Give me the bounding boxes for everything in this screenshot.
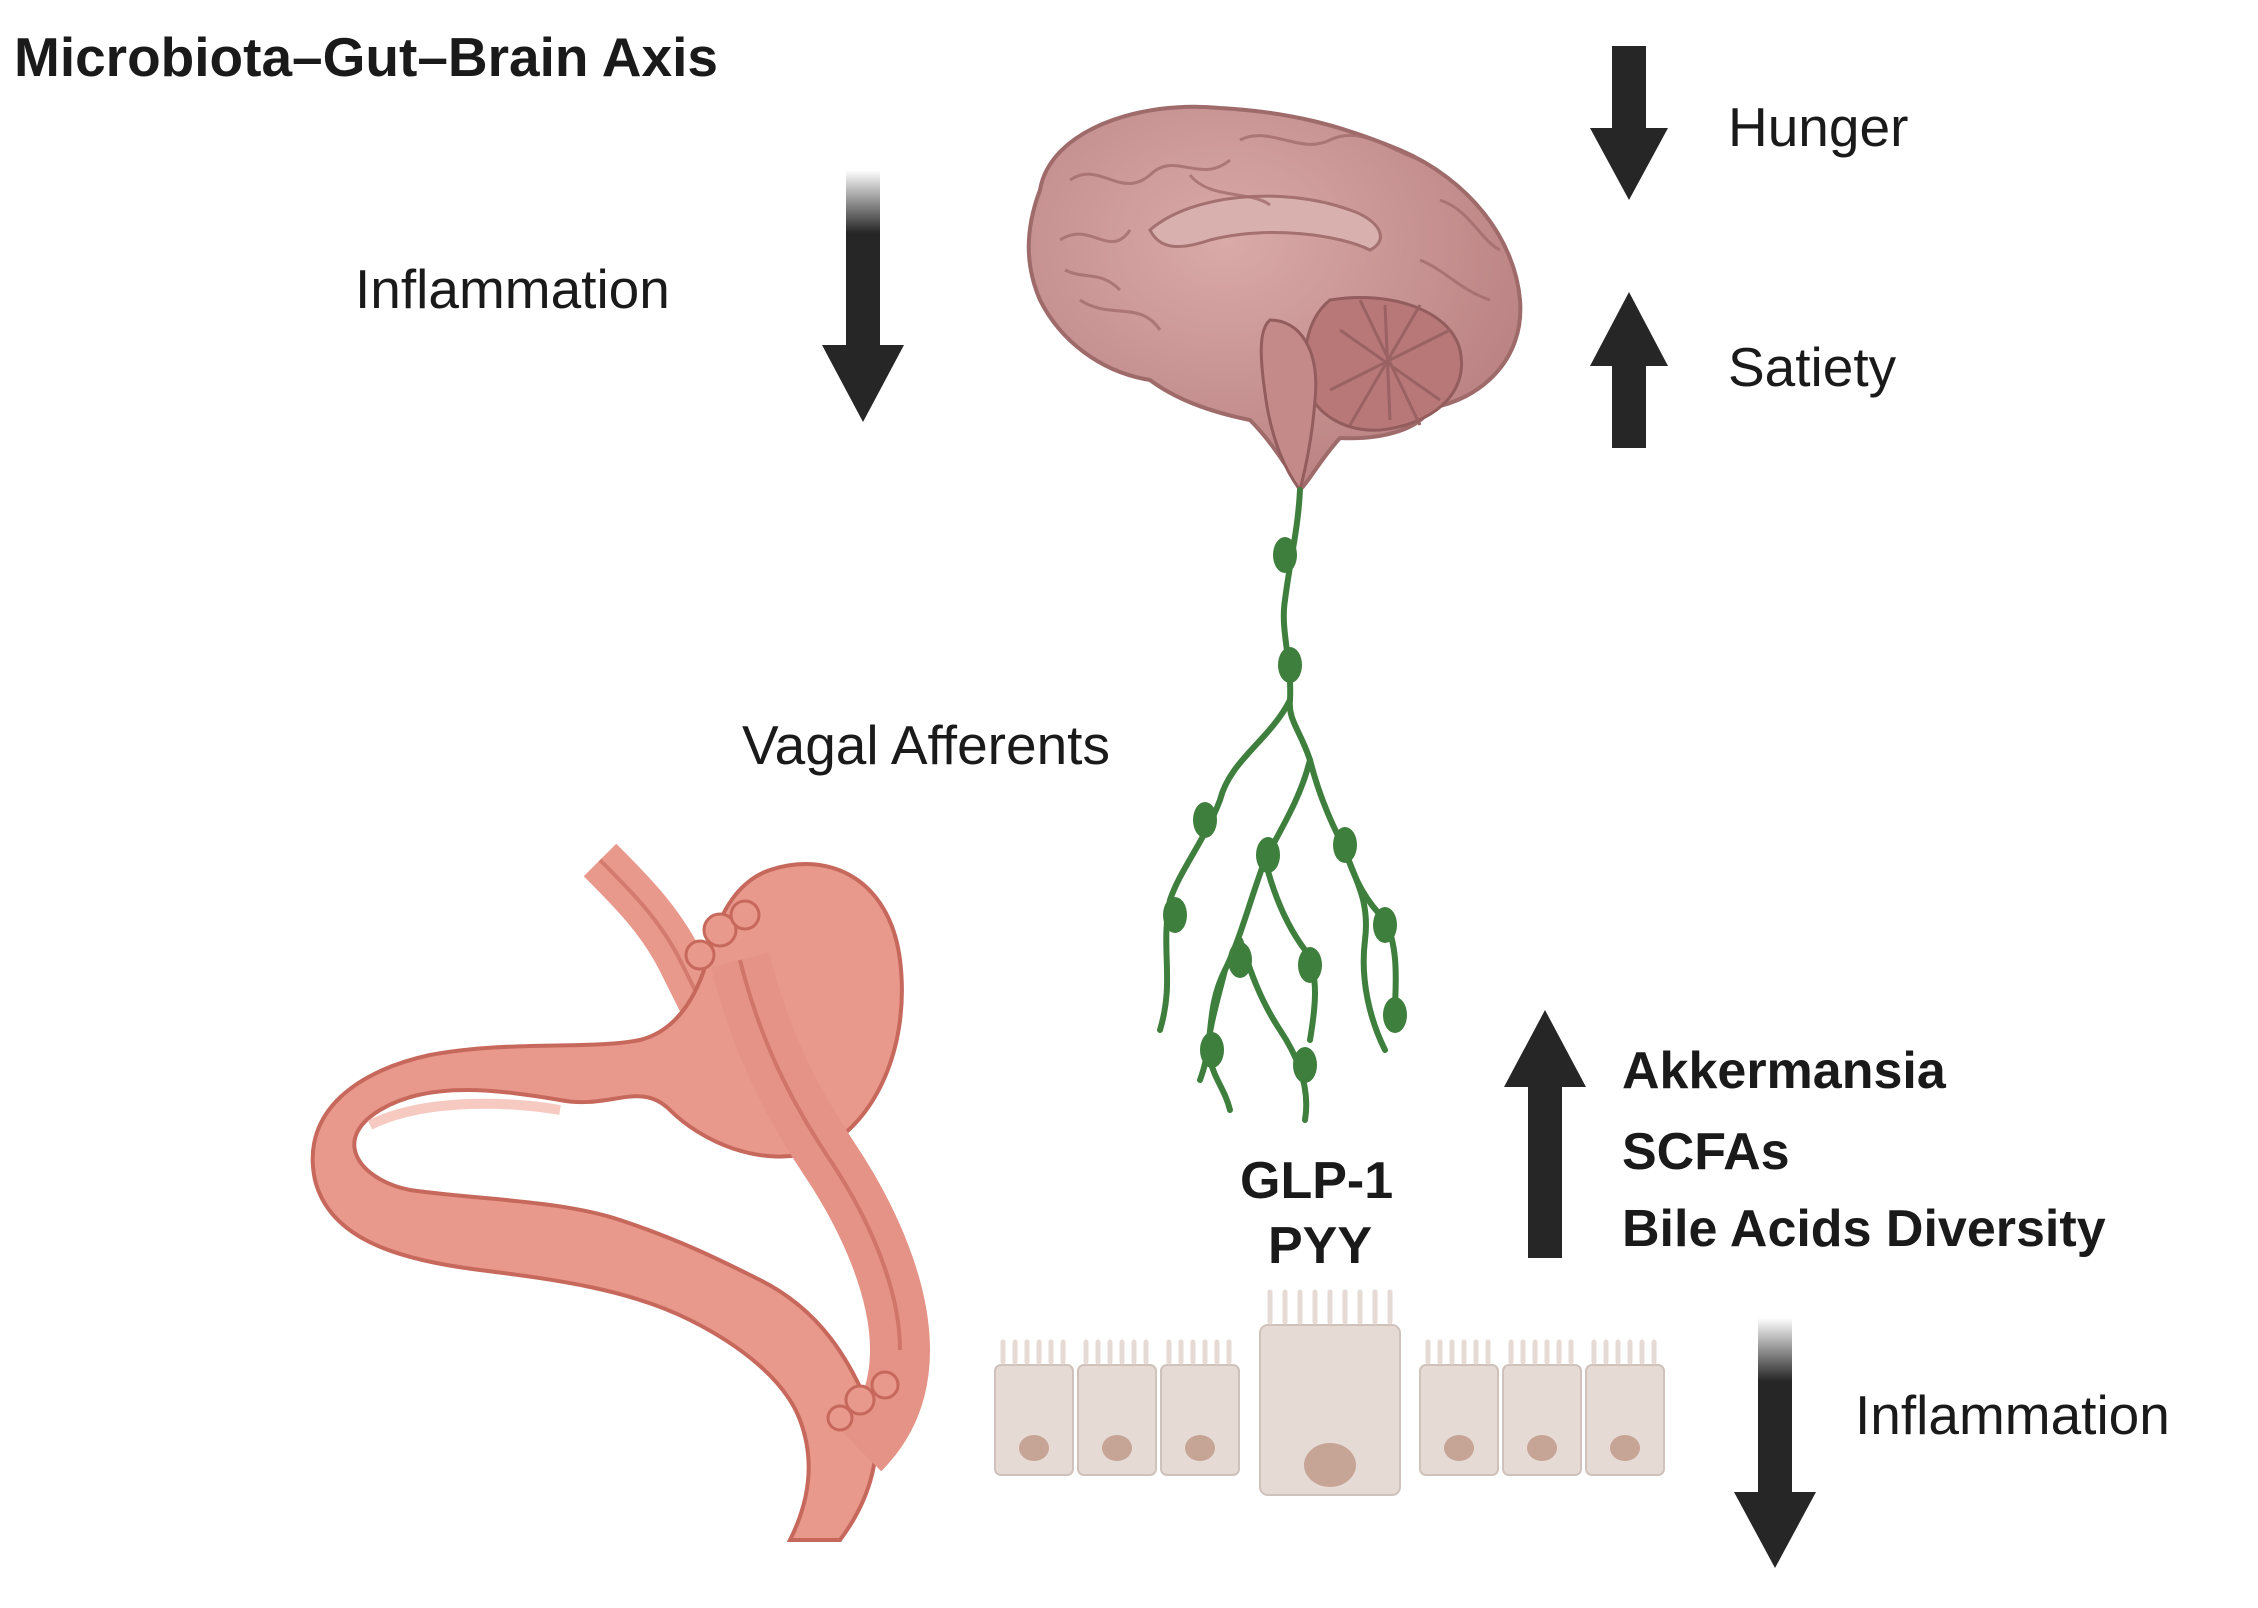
- brain-inflammation-label: Inflammation: [355, 258, 670, 320]
- gut-bypass-illustration: [310, 843, 931, 1542]
- inflammation-down-arrow-bottom: [1734, 1318, 1816, 1568]
- satiety-up-arrow: [1590, 292, 1668, 448]
- hunger-label: Hunger: [1728, 96, 1909, 158]
- vagal-nerve-illustration: [1157, 487, 1399, 1123]
- gut-change-bile-acids: Bile Acids Diversity: [1622, 1200, 2106, 1258]
- hunger-down-arrow: [1590, 46, 1668, 200]
- gut-inflammation-label: Inflammation: [1855, 1384, 2170, 1446]
- hormone-label-glp1: GLP-1: [1240, 1152, 1394, 1210]
- nerve-cell-bodies: [1163, 537, 1407, 1083]
- satiety-label: Satiety: [1728, 336, 1897, 398]
- inflammation-down-arrow-top: [822, 170, 904, 422]
- hormone-label-pyy: PYY: [1268, 1217, 1373, 1275]
- gut-changes-up-arrow: [1504, 1010, 1586, 1258]
- brain-illustration: [1026, 104, 1523, 494]
- diagram-title: Microbiota–Gut–Brain Axis: [14, 26, 718, 88]
- intestinal-epithelium: [994, 1289, 1665, 1496]
- vagal-afferents-label: Vagal Afferents: [742, 714, 1110, 776]
- gut-change-akkermansia: Akkermansia: [1622, 1042, 1946, 1100]
- gut-change-scfas: SCFAs: [1622, 1123, 1790, 1181]
